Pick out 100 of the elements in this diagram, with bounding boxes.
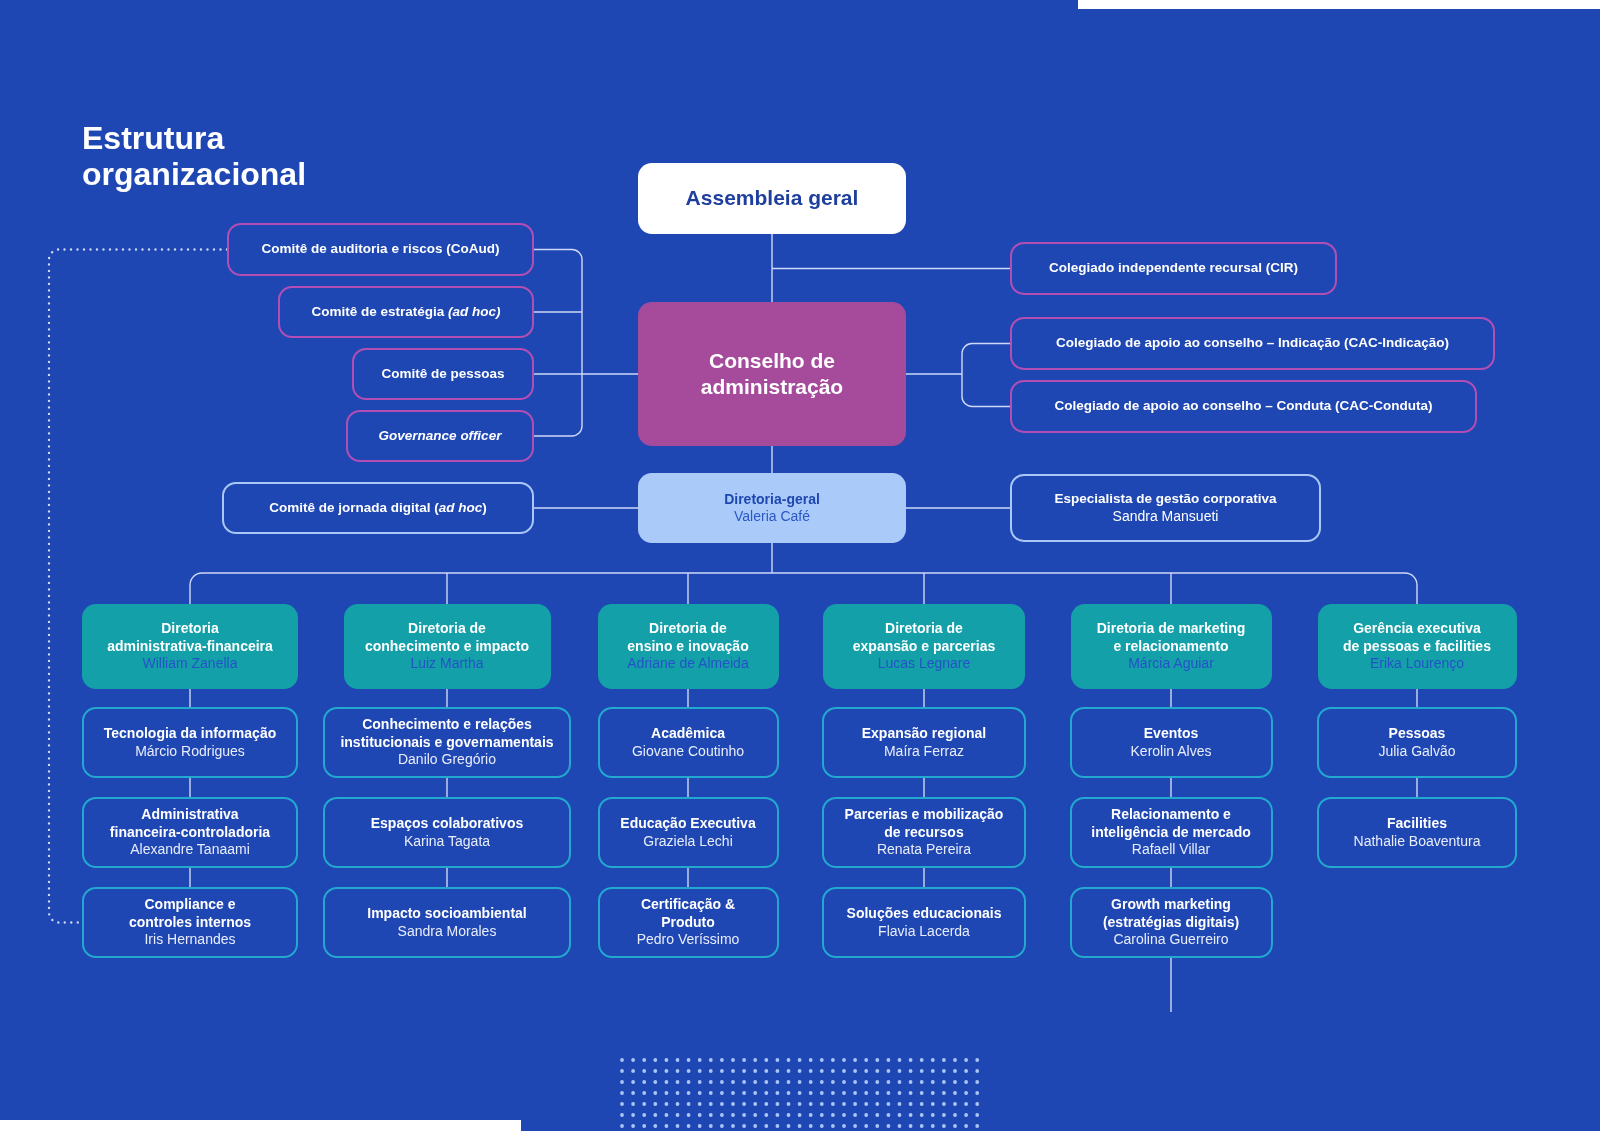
connector-line bbox=[1170, 777, 1172, 798]
box-heading: Colegiado de apoio ao conselho – Indicação (CAC-Indicação) bbox=[1055, 335, 1450, 352]
department-box bbox=[822, 797, 1026, 868]
connector-line bbox=[687, 867, 689, 888]
person-name: William Zanella bbox=[142, 655, 238, 673]
box-heading: Educação Executiva bbox=[620, 815, 756, 833]
committee-box bbox=[1010, 380, 1477, 433]
connector-line bbox=[905, 373, 963, 375]
directorate-box bbox=[823, 604, 1025, 689]
person-name: Danilo Gregório bbox=[397, 751, 497, 769]
box-heading: Soluções educacionais bbox=[846, 905, 1002, 923]
box-heading: Diretoria de conhecimento e impacto bbox=[364, 620, 530, 656]
person-name: Alexandre Tanaami bbox=[130, 841, 250, 859]
connector-line bbox=[533, 507, 639, 509]
connector-line bbox=[533, 248, 583, 313]
connector-line bbox=[1170, 572, 1418, 605]
box-heading: Colegiado de apoio ao conselho – Conduta (CAC-Conduta) bbox=[1054, 398, 1433, 415]
connector-line bbox=[446, 688, 448, 708]
person-name: Erika Lourenço bbox=[1369, 655, 1465, 673]
person-name: Adriane de Almeida bbox=[627, 655, 749, 673]
connector-line bbox=[923, 867, 925, 888]
box-heading: Conselho de administração bbox=[700, 347, 844, 400]
connector-line bbox=[446, 777, 448, 798]
department-box bbox=[323, 707, 571, 778]
department-box bbox=[82, 797, 298, 868]
department-box bbox=[323, 887, 571, 958]
committee-box bbox=[227, 223, 534, 276]
connector-line bbox=[923, 777, 925, 798]
person-name: Iris Hernandes bbox=[144, 931, 236, 949]
connector-line bbox=[771, 445, 773, 474]
department-box bbox=[82, 707, 298, 778]
department-box bbox=[597, 707, 779, 778]
person-name: Márcio Rodrigues bbox=[135, 742, 245, 760]
connector-line bbox=[1170, 572, 1172, 605]
box-heading: Diretoria de expansão e parcerias bbox=[852, 620, 996, 656]
committee-box bbox=[346, 410, 534, 462]
box-heading: Eventos bbox=[1143, 725, 1199, 743]
box-heading: Diretoria administrativa-financeira bbox=[107, 620, 273, 656]
box-heading: Certificação & Produto bbox=[640, 896, 736, 932]
person-name: Giovane Coutinho bbox=[631, 742, 745, 760]
person-name: Rafaell Villar bbox=[1131, 841, 1211, 859]
connector-line bbox=[771, 572, 925, 574]
person-name: Kerolin Alves bbox=[1130, 742, 1212, 760]
person-name: Julia Galvão bbox=[1378, 742, 1456, 760]
box-heading: Facilities bbox=[1387, 815, 1447, 833]
committee-box bbox=[1010, 317, 1495, 370]
department-box bbox=[822, 887, 1026, 958]
box-heading: Diretoria de ensino e inovação bbox=[627, 620, 749, 656]
department-box bbox=[1069, 887, 1273, 958]
person-name: Karina Tagata bbox=[403, 832, 491, 850]
person-name: Flavia Lacerda bbox=[878, 922, 970, 940]
directorate-box bbox=[1070, 604, 1272, 689]
person-name: Valeria Café bbox=[734, 508, 810, 526]
box-heading: Growth marketing (estratégias digitais) bbox=[1102, 896, 1240, 932]
committee-box bbox=[352, 348, 534, 400]
person-name: Lucas Legnare bbox=[877, 655, 971, 673]
connector-line bbox=[923, 572, 925, 605]
connector-line bbox=[923, 572, 1172, 574]
connector-line bbox=[687, 572, 773, 574]
person-name: Graziela Lechi bbox=[643, 832, 733, 850]
connector-line bbox=[961, 373, 1011, 408]
box-heading: Impacto socioambiental bbox=[367, 905, 527, 923]
box-heading: Assembleia geral bbox=[685, 185, 859, 212]
connector-line bbox=[446, 572, 448, 605]
directorate-box bbox=[1317, 604, 1517, 689]
department-box bbox=[1317, 797, 1517, 868]
connector-line bbox=[533, 311, 583, 313]
connector-line bbox=[446, 867, 448, 888]
box-heading: Especialista de gestão corporativa bbox=[1054, 490, 1277, 508]
connector-line bbox=[446, 572, 689, 574]
department-box bbox=[822, 707, 1026, 778]
connector-line bbox=[687, 777, 689, 798]
box-heading: Expansão regional bbox=[861, 725, 987, 743]
connector-line bbox=[771, 267, 1011, 270]
connector-line bbox=[189, 572, 448, 605]
connector-line bbox=[961, 342, 1011, 375]
box-heading: Governance officer bbox=[378, 427, 502, 445]
connector-line bbox=[581, 373, 639, 375]
department-box bbox=[1069, 797, 1273, 868]
person-name: Nathalie Boaventura bbox=[1353, 832, 1481, 850]
box-heading: Parcerias e mobilização de recursos bbox=[844, 806, 1004, 842]
box-heading: Comitê de pessoas bbox=[381, 365, 505, 383]
person-name: Luiz Martha bbox=[410, 655, 484, 673]
person-name: Márcia Aguiar bbox=[1128, 655, 1214, 673]
box-heading: Pessoas bbox=[1388, 725, 1446, 743]
connector-line bbox=[1170, 957, 1172, 1013]
connector-line bbox=[1416, 777, 1418, 798]
department-box bbox=[597, 797, 779, 868]
department-box bbox=[597, 887, 779, 958]
directorate-box bbox=[343, 604, 551, 689]
connector-line bbox=[771, 267, 773, 303]
connector-line bbox=[687, 572, 689, 605]
department-box bbox=[1317, 707, 1517, 778]
connector-line bbox=[687, 688, 689, 708]
department-box bbox=[323, 797, 571, 868]
box-heading: Comitê de auditoria e riscos (CoAud) bbox=[261, 241, 500, 258]
directorate-box bbox=[597, 604, 779, 689]
board-box bbox=[638, 302, 906, 446]
box-heading: Comitê de jornada digital (ad hoc) bbox=[269, 499, 487, 517]
box-heading: Tecnologia da informação bbox=[103, 725, 277, 743]
